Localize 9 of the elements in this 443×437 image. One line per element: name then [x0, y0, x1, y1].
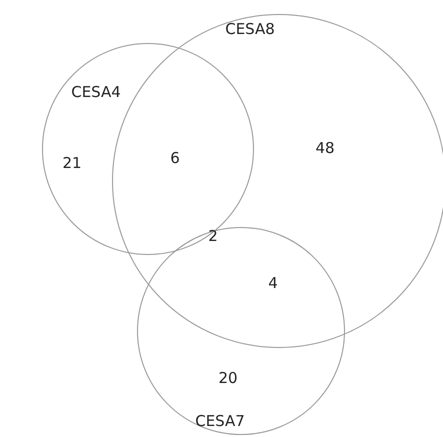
set-label: CESA4 — [71, 83, 121, 101]
region-count: 4 — [268, 274, 278, 292]
region-count: 48 — [315, 139, 335, 157]
region-count: 20 — [218, 369, 238, 387]
region-count: 6 — [170, 149, 180, 167]
set-label: CESA7 — [195, 412, 245, 430]
region-count: 2 — [208, 227, 218, 245]
set-label: CESA8 — [225, 20, 275, 38]
region-count: 21 — [62, 154, 82, 172]
